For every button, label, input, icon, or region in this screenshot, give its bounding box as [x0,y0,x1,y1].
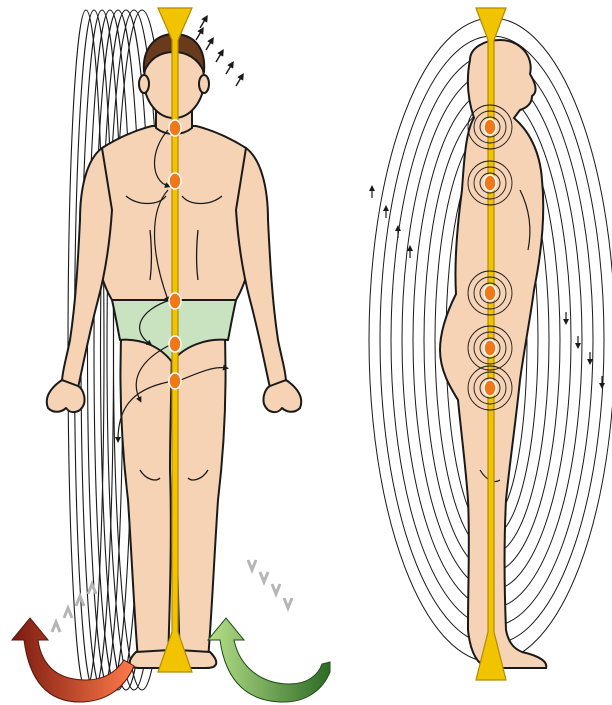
chakra-point [169,293,181,309]
gray-arrow-down [260,572,268,582]
chakra-point [169,373,181,389]
chakra-point [484,175,496,191]
chakra-point [169,336,181,352]
head-arrow [216,52,222,62]
front-right-ear [199,75,209,93]
front-view-figure [12,8,330,702]
gray-arrow-up [76,596,84,606]
chakra-point [484,380,496,396]
gray-arrow-up [52,622,60,632]
head-arrow [236,76,242,86]
front-right-arm [236,148,286,388]
front-left-ear [139,75,149,93]
chakra-point [169,120,181,136]
chakra-point [484,285,496,301]
side-view-figure [369,8,612,680]
head-arrow [206,40,212,50]
head-arrow [196,30,202,40]
gray-arrow-down [272,584,280,594]
front-left-leg [120,315,172,662]
curved-arrow-green-icon [208,618,330,702]
chakra-point [484,119,496,135]
head-arrow [226,64,232,74]
gray-arrow-down [248,560,256,570]
gray-arrow-up [64,608,72,618]
chakra-point [169,173,181,189]
gray-arrow-down-icon [248,560,292,608]
gray-arrow-down [284,598,292,608]
head-arrow [200,18,206,28]
front-right-leg [174,315,226,662]
gray-arrow-up [88,584,96,594]
chakra-point [484,340,496,356]
